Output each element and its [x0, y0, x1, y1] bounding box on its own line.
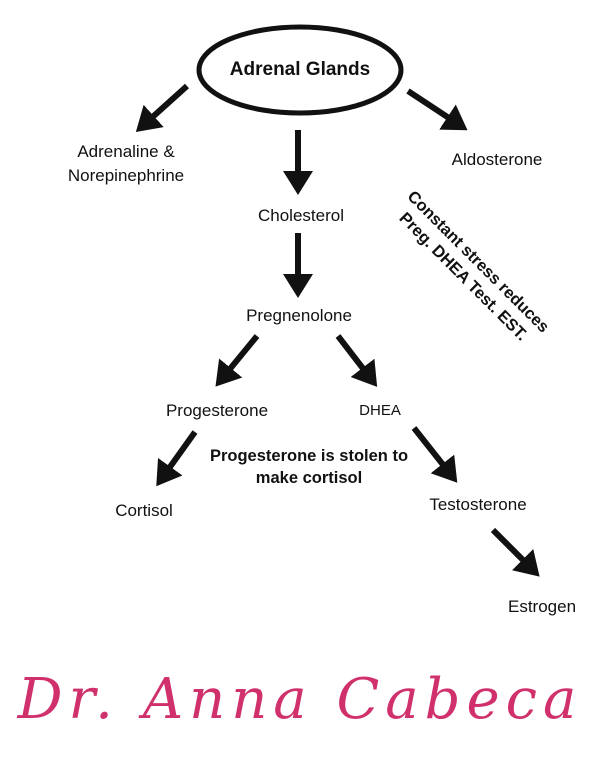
node-cholesterol: Cholesterol — [258, 206, 344, 225]
note-progesterone-line-2: make cortisol — [255, 469, 363, 488]
node-aldosterone: Aldosterone — [451, 150, 543, 169]
node-testosterone: Testosterone — [429, 495, 527, 514]
adrenal-glands-ellipse — [196, 24, 404, 116]
adrenaline-label: Adrenaline & — [77, 142, 175, 161]
arrow-adrenal-to-aldosterone — [406, 88, 468, 131]
note-progesterone-stolen: Progesterone is stolen to make cortisol — [210, 445, 408, 490]
arrow-pregnenolone-to-progesterone — [215, 334, 260, 387]
norepinephrine-label: Norepinephrine — [67, 165, 185, 185]
node-pregnenolone: Pregnenolone — [246, 306, 352, 325]
node-estrogen: Estrogen — [507, 597, 577, 616]
node-progesterone: Progesterone — [165, 401, 269, 420]
node-dhea: DHEA — [359, 402, 401, 419]
node-adrenal-glands: Adrenal Glands — [229, 59, 371, 80]
arrow-testosterone-to-estrogen — [490, 527, 540, 577]
arrow-pregnenolone-to-dhea — [335, 334, 378, 387]
node-adrenaline-norepinephrine: Adrenaline & Norepinephrine — [68, 140, 184, 188]
arrow-progesterone-to-cortisol — [156, 430, 198, 487]
note-progesterone-line-1: Progesterone is stolen to — [209, 447, 409, 465]
node-cortisol: Cortisol — [115, 501, 173, 520]
signature-logo: Dr. Anna Cabeca — [17, 667, 583, 732]
arrow-adrenal-to-adrenaline — [135, 83, 190, 133]
arrow-dhea-to-testosterone — [411, 426, 458, 483]
